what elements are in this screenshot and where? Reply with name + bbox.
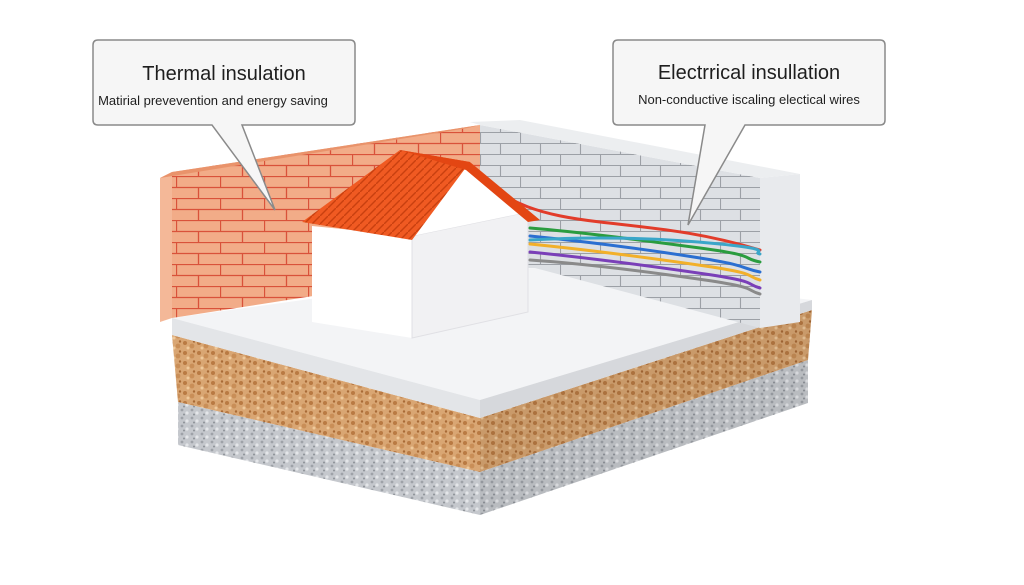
wire-gray (528, 258, 762, 296)
electrical-callout-title: Electrrical insullation (658, 62, 840, 84)
gravel-layer (172, 310, 812, 472)
house-gable (412, 162, 528, 236)
thermal-callout-bubble (92, 39, 356, 211)
thermal-callout-title: Thermal insulation (142, 63, 305, 85)
thermal-callout: Thermal insulation Matirial prevevention… (92, 39, 356, 211)
wire-yellow (528, 242, 762, 282)
stone-base-layer (178, 360, 808, 515)
house-front-wall (312, 226, 412, 338)
electrical-callout: Electrrical insullation Non-conductive i… (612, 39, 886, 226)
wire-purple (528, 250, 762, 290)
roof (302, 150, 470, 240)
house-side-wall (412, 212, 528, 338)
wire-green (528, 226, 762, 264)
roof-ridge (400, 150, 540, 222)
electrical-callout-bubble (612, 39, 886, 226)
electrical-callout-subtitle: Non-conductive iscaling electical wires (638, 92, 860, 107)
house (302, 150, 540, 339)
wire-blue (528, 234, 762, 274)
wire-cyan (528, 236, 762, 256)
thermal-callout-subtitle: Matirial prevevention and energy saving (98, 93, 328, 108)
